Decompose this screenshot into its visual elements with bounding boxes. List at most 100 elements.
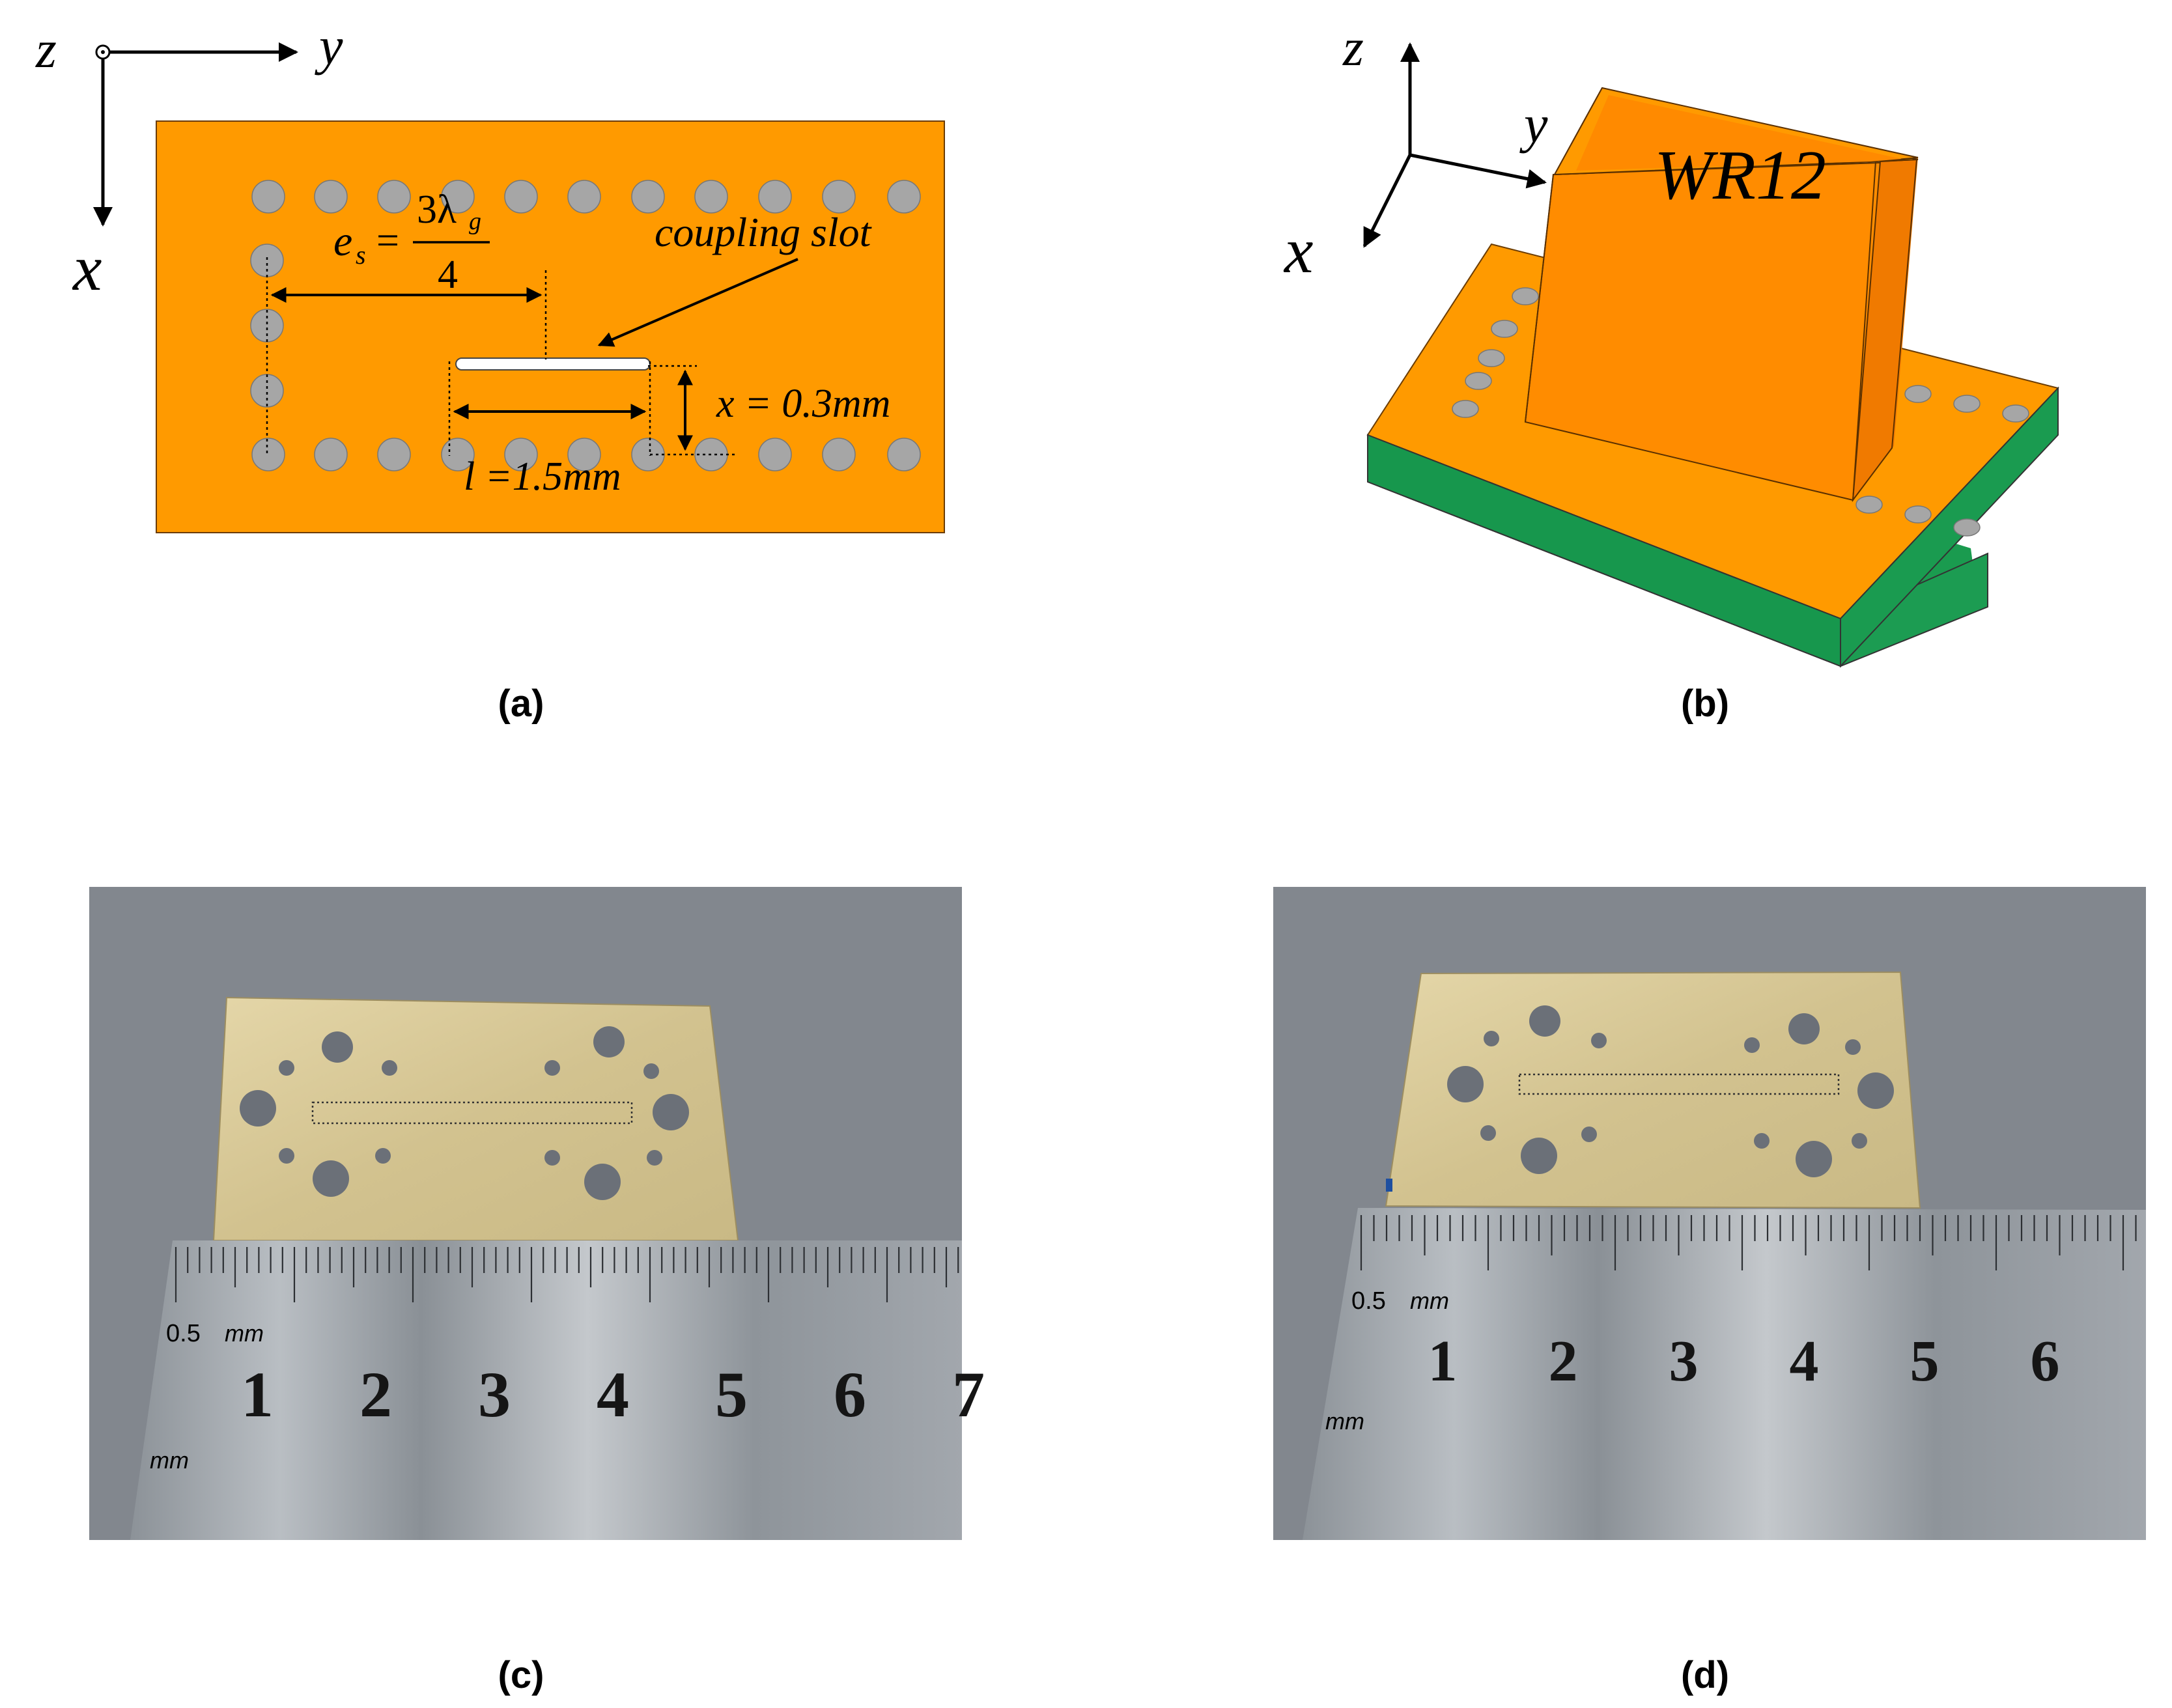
via-hole: [1953, 518, 1981, 537]
brass-plate-d: [1385, 971, 1921, 1209]
via-hole: [251, 438, 285, 471]
ruler-half-mm-c: 0.5: [166, 1320, 201, 1347]
coupling-slot: [455, 357, 651, 371]
via-hole: [504, 438, 538, 471]
ruler-ticks-c: [175, 1247, 959, 1302]
axis-label-z-b: z: [1342, 18, 1364, 77]
substrate-edge: [1840, 386, 2059, 668]
via-hole: [441, 438, 475, 471]
es-subscript: s: [356, 240, 366, 270]
axis-label-x: x: [72, 232, 102, 304]
es-formula: e s = 3λ g 4: [333, 188, 490, 297]
caption-a: (a): [498, 682, 544, 725]
via-holes-b: [1452, 287, 2029, 537]
ruler-number: 6: [834, 1358, 866, 1431]
ruler-ticks-d: [1360, 1215, 2137, 1270]
via-hole: [887, 438, 921, 471]
coupling-slot-pointer: [597, 258, 798, 347]
plate-holes-d: [1447, 1005, 1894, 1177]
es-equals: =: [376, 219, 399, 263]
via-hole: [567, 180, 601, 214]
via-hole: [2002, 404, 2029, 423]
ruler-half-mm-d: 0.5: [1351, 1287, 1386, 1315]
ruler-mm-bottom-d: mm: [1325, 1408, 1364, 1435]
plate-holes-c: [240, 1026, 689, 1200]
via-hole: [1465, 372, 1492, 390]
caption-d: (d): [1681, 1654, 1729, 1696]
ruler-mm-bottom-c: mm: [150, 1447, 189, 1474]
ruler-number: 2: [360, 1358, 392, 1431]
axes-b: z y x: [1283, 18, 1548, 287]
ruler-number: 3: [1669, 1329, 1699, 1393]
via-hole: [567, 438, 601, 471]
axes-a: z y x: [35, 16, 343, 304]
copper-board: [156, 120, 945, 533]
axis-label-y-b: y: [1519, 94, 1548, 154]
via-hole: [822, 180, 856, 214]
via-hole: [377, 180, 411, 214]
axis-label-x-b: x: [1283, 214, 1313, 287]
ruler-number: 7: [952, 1358, 985, 1431]
via-hole: [250, 309, 284, 343]
waveguide-opening-inner: [1576, 95, 1902, 171]
via-hole: [1491, 320, 1518, 338]
via-hole: [1478, 349, 1505, 367]
via-hole: [1452, 400, 1479, 418]
dimension-guides: [266, 257, 736, 456]
via-hole: [887, 180, 921, 214]
ruler-mm-top-c: mm: [225, 1320, 264, 1347]
es-symbol: e: [333, 217, 352, 265]
ruler-number: 1: [241, 1358, 274, 1431]
via-hole: [377, 438, 411, 471]
panel-a: z y x e s = 3λ g: [35, 16, 945, 725]
via-hole: [1512, 287, 1539, 305]
ruler-number: 4: [1790, 1329, 1819, 1393]
via-hole: [314, 438, 348, 471]
via-hole: [1904, 505, 1932, 524]
ruler-numbers-c: 1 2 3 4 5 6 7: [241, 1358, 985, 1431]
caption-b: (b): [1681, 682, 1729, 725]
via-hole: [758, 438, 792, 471]
axis-label-y: y: [315, 16, 343, 76]
x-dimension-label: x = 0.3mm: [716, 382, 890, 426]
blue-mark-d: [1386, 1179, 1392, 1192]
ruler-number: 6: [2031, 1329, 2060, 1393]
via-hole: [504, 180, 538, 214]
via-hole: [250, 244, 284, 277]
panel-c: 0.5 mm mm 1 2 3 4 5 6 7 (c): [89, 887, 985, 1696]
via-hole: [441, 180, 475, 214]
steel-ruler-c: [130, 1240, 962, 1540]
l-dimension-label: l =1.5mm: [464, 455, 621, 499]
caption-c: (c): [498, 1654, 544, 1696]
axis-label-z: z: [35, 20, 57, 79]
steel-ruler-d: [1303, 1208, 2146, 1540]
ruler-number: 5: [715, 1358, 748, 1431]
ruler-number: 5: [1910, 1329, 1939, 1393]
ruler-mm-top-d: mm: [1410, 1287, 1449, 1314]
via-holes-a: [250, 180, 921, 471]
via-hole: [1904, 385, 1932, 403]
x-axis-arrow-b: [1362, 154, 1412, 248]
via-hole: [822, 438, 856, 471]
ruler-number: 3: [478, 1358, 511, 1431]
via-hole: [1953, 395, 1981, 413]
via-hole: [758, 180, 792, 214]
y-axis-arrow-b: [1409, 153, 1547, 189]
slot-outline-d: [1518, 1073, 1840, 1095]
via-hole: [314, 180, 348, 214]
waveguide-label: WR12: [1654, 137, 1826, 214]
via-hole: [251, 180, 285, 214]
es-numerator: 3λ: [417, 188, 457, 232]
es-numerator-subscript: g: [469, 208, 481, 235]
ruler-number: 4: [597, 1358, 629, 1431]
slot-outline-c: [311, 1101, 633, 1125]
via-hole: [631, 180, 665, 214]
via-hole: [631, 438, 665, 471]
via-hole: [1855, 496, 1883, 514]
es-denominator: 4: [438, 253, 458, 297]
ruler-number: 1: [1428, 1329, 1458, 1393]
via-hole: [250, 374, 284, 408]
